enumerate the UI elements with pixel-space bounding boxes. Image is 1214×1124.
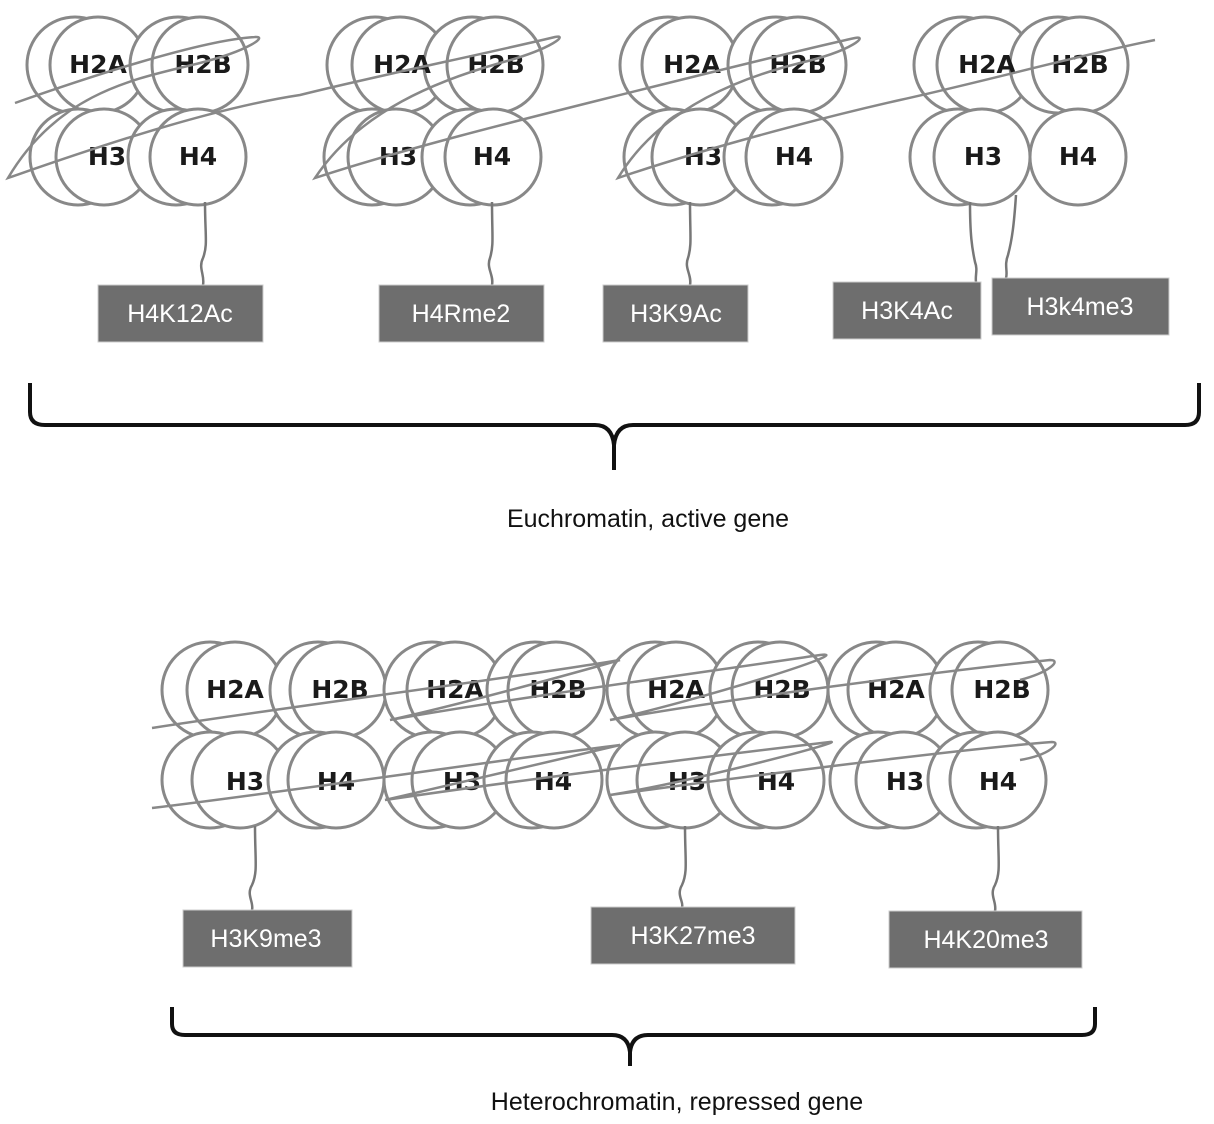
histone-h2a-label: H2A [373,50,431,79]
histone-h3-label: H3 [886,767,924,796]
histone-tail [685,201,692,286]
mark-label: H4K12Ac [127,300,233,328]
mark-label: H3K4Ac [861,297,953,325]
heterochromatin-nucleosome-4: H2A H2B H3 H4 [826,640,1050,830]
histone-h4-label: H4 [534,767,572,796]
histone-h4-label: H4 [473,142,511,171]
euchromatin-nucleosome-2: H2A H2B H3 H4 [322,15,545,207]
euchromatin-caption: Euchromatin, active gene [507,505,789,533]
histone-h4-label: H4 [179,142,217,171]
euchromatin-brace [28,383,1201,470]
histone-tail [968,201,978,283]
dna-strand [151,740,1057,810]
mark-box-h3k9ac: H3K9Ac [602,284,749,343]
mark-box-h4k20me3: H4K20me3 [888,910,1083,969]
histone-h2a-label: H2A [867,675,925,704]
dna-strand [5,35,1156,181]
histone-tail [487,201,494,286]
mark-box-h3k27me3: H3K27me3 [590,906,796,965]
mark-box-h3k4ac: H3K4Ac [832,281,982,340]
heterochromatin-nucleosome-2: H2A H2B H3 H4 [382,640,606,830]
mark-box-h4k12ac: H4K12Ac [97,284,264,343]
heterochromatin-section: H2A H2B H3 H4 H2A H2B H3 H4 H2A H2B H3 H… [151,640,1097,1116]
mark-box-h3k9me3: H3K9me3 [182,909,353,968]
histone-h4-label: H4 [775,142,813,171]
mark-label: H4Rme2 [412,300,511,328]
histone-tail [248,825,257,911]
mark-box-h4rme2: H4Rme2 [378,284,545,343]
euchromatin-nucleosome-3: H2A H2B H3 H4 [618,15,848,207]
histone-tail [199,201,208,286]
histone-tail [1004,194,1018,279]
heterochromatin-caption: Heterochromatin, repressed gene [491,1088,863,1116]
histone-h3-label: H3 [88,142,126,171]
histone-h4-label: H4 [1059,142,1097,171]
histone-h2b-label: H2B [1051,50,1108,79]
histone-tail [678,825,687,908]
histone-h4-label: H4 [979,767,1017,796]
heterochromatin-brace [170,1007,1097,1066]
histone-h3-label: H3 [964,142,1002,171]
histone-tail [991,825,1000,912]
histone-h3-label: H3 [226,767,264,796]
mark-label: H3K9me3 [210,925,321,953]
dna-strand [151,653,1056,730]
mark-label: H3k4me3 [1027,293,1134,321]
heterochromatin-nucleosome-1: H2A H2B H3 H4 [160,640,388,830]
histone-h2a-label: H2A [206,675,264,704]
mark-label: H3K9Ac [630,300,722,328]
mark-label: H4K20me3 [923,926,1048,954]
mark-box-h3k4me3: H3k4me3 [991,277,1170,336]
euchromatin-section: H2A H2B H3 H4 H2A H2B H3 H4 H2A H2B H3 H… [5,15,1201,533]
euchromatin-nucleosome-1: H2A H2B H3 H4 [25,15,250,207]
histone-h2b-label: H2B [174,50,231,79]
mark-label: H3K27me3 [630,922,755,950]
histone-h2a-label: H2A [663,50,721,79]
euchromatin-nucleosome-4: H2A H2B H3 H4 [908,15,1130,207]
